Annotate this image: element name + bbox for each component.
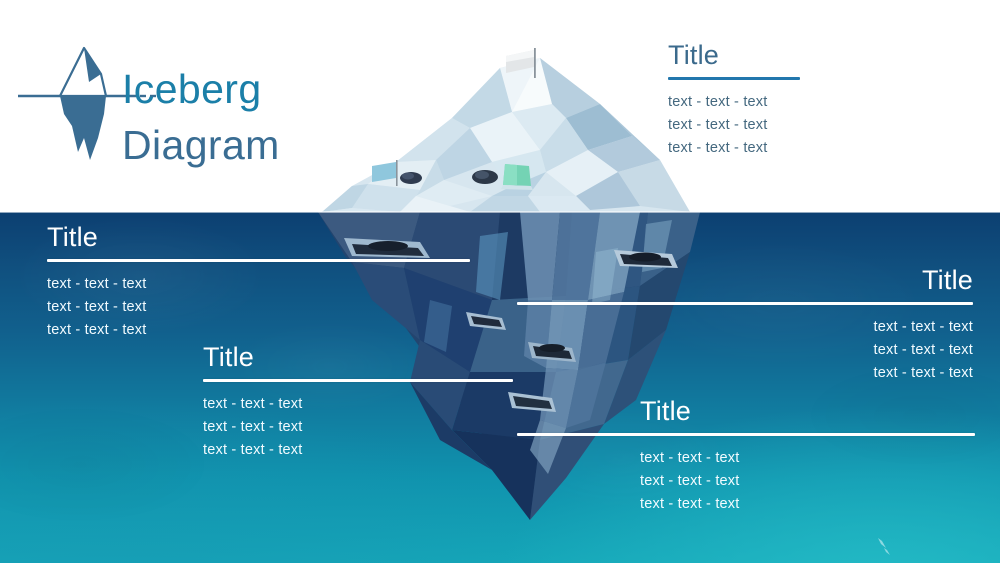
block-title: Title <box>668 40 720 70</box>
title-underline <box>47 259 470 262</box>
block-line: text - text - text <box>47 276 147 292</box>
block-lines: text - text - text text - text - text te… <box>203 393 513 462</box>
block-lines: text - text - text text - text - text te… <box>668 91 998 160</box>
block-line: text - text - text <box>203 396 303 412</box>
block-line: text - text - text <box>668 117 768 133</box>
block-line: text - text - text <box>640 473 740 489</box>
block-line: text - text - text <box>873 365 973 381</box>
block-title: Title <box>921 265 973 295</box>
summit-flag-icon <box>506 48 536 78</box>
title-underline <box>668 77 800 80</box>
block-line: text - text - text <box>668 94 768 110</box>
block-line: text - text - text <box>873 319 973 335</box>
block-title: Title <box>203 342 255 372</box>
camp-group <box>400 164 533 190</box>
title-underline <box>517 433 975 436</box>
content-block-top-right[interactable]: Title text - text - text text - text - t… <box>668 42 998 160</box>
block-line: text - text - text <box>640 450 740 466</box>
block-line: text - text - text <box>873 342 973 358</box>
block-line: text - text - text <box>668 140 768 156</box>
block-line: text - text - text <box>640 496 740 512</box>
logo-word-diagram: Diagram <box>122 122 280 168</box>
iceberg-tip <box>322 48 690 212</box>
content-block-middle-left[interactable]: Title text - text - text text - text - t… <box>203 344 513 462</box>
block-line: text - text - text <box>203 419 303 435</box>
block-title: Title <box>47 222 99 252</box>
title-underline <box>203 379 513 382</box>
block-lines: text - text - text text - text - text te… <box>517 316 973 385</box>
block-line: text - text - text <box>47 322 147 338</box>
block-line: text - text - text <box>47 299 147 315</box>
side-flag-icon <box>372 160 398 186</box>
title-underline <box>517 302 973 305</box>
content-block-right[interactable]: Title text - text - text text - text - t… <box>517 267 973 385</box>
content-block-left[interactable]: Title text - text - text text - text - t… <box>47 224 472 342</box>
logo: Iceberg Diagram <box>18 30 318 168</box>
content-block-bottom-center[interactable]: Title text - text - text text - text - t… <box>517 396 975 516</box>
logo-word-iceberg: Iceberg <box>122 66 262 112</box>
ledge-group <box>344 238 678 412</box>
waterline <box>0 211 1000 213</box>
block-lines: text - text - text text - text - text te… <box>640 447 975 516</box>
iceberg-logo-icon <box>18 46 156 160</box>
block-line: text - text - text <box>203 442 303 458</box>
block-title: Title <box>640 396 692 426</box>
water-sparkle <box>878 538 890 555</box>
iceberg-underwater <box>318 212 700 520</box>
block-lines: text - text - text text - text - text te… <box>47 273 472 342</box>
